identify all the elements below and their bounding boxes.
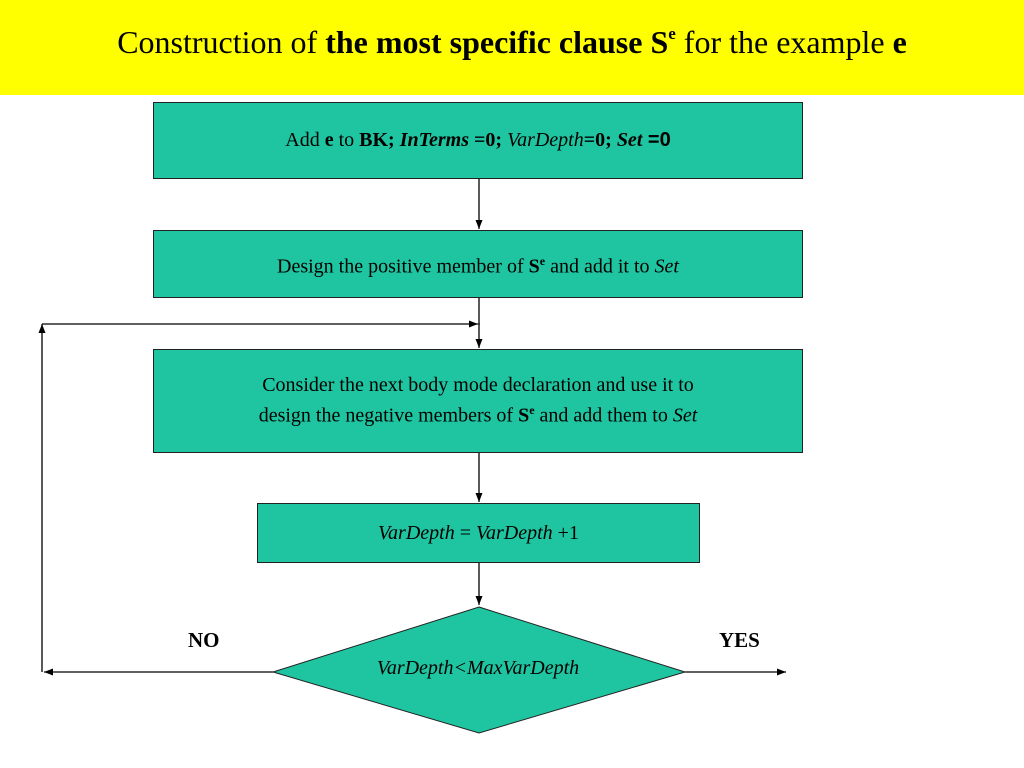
decision-condition: VarDepth<MaxVarDepth	[376, 657, 580, 679]
no-branch-label: NO	[188, 628, 220, 652]
title-bar: Construction of the most specific clause…	[0, 0, 1024, 95]
increment-box: VarDepth = VarDepth +1	[257, 503, 700, 563]
slide-title: Construction of the most specific clause…	[117, 24, 907, 60]
increment-text: VarDepth = VarDepth +1	[378, 521, 579, 544]
positive-member-text: Design the positive member of Se and add…	[277, 253, 679, 278]
decision-diamond	[271, 606, 687, 734]
negative-members-box: Consider the next body mode declaration …	[153, 349, 803, 453]
yes-branch-label: YES	[719, 628, 760, 652]
init-step-text: Add e to BK; InTerms =0; VarDepth=0; Set…	[285, 129, 671, 151]
init-step-box: Add e to BK; InTerms =0; VarDepth=0; Set…	[153, 102, 803, 179]
negative-members-text: Consider the next body mode declaration …	[258, 374, 698, 427]
positive-member-box: Design the positive member of Se and add…	[153, 230, 803, 298]
